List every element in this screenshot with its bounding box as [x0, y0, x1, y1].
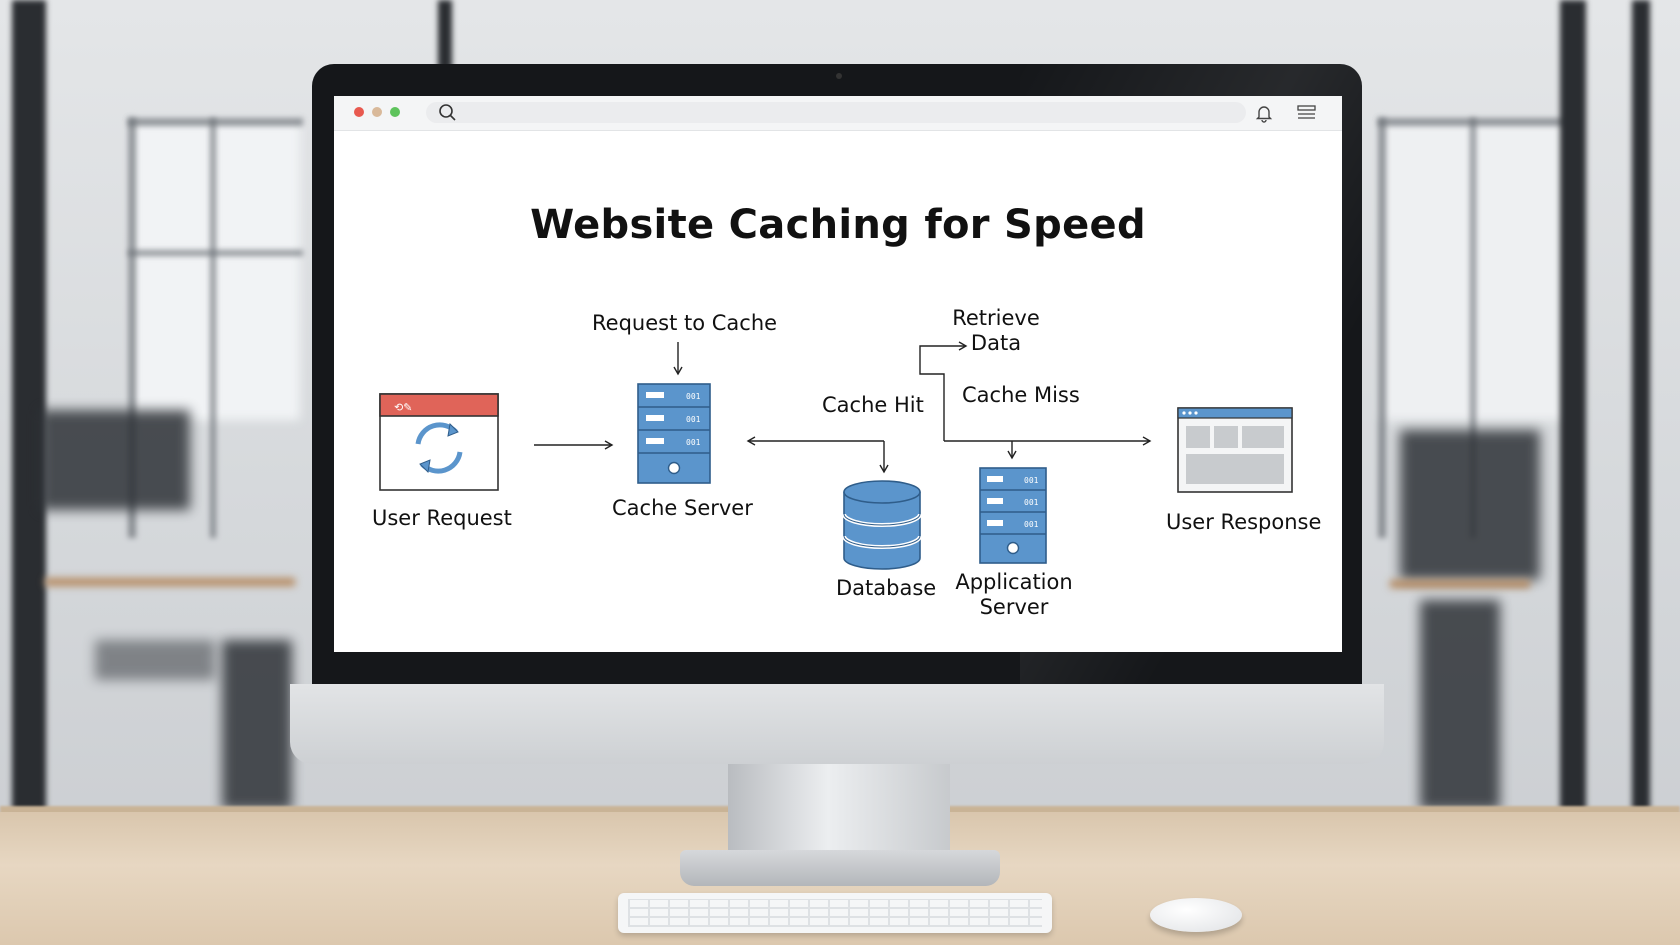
monitor-stand [728, 760, 950, 855]
label-user-response: User Response [1166, 510, 1322, 534]
svg-text:001: 001 [1024, 520, 1039, 529]
caching-diagram: ⟲✎ 001 001 001 [379, 341, 1293, 570]
refresh-icon [415, 422, 463, 474]
monitor-stand-base [680, 850, 1000, 886]
browser-window-icon [1177, 407, 1293, 493]
label-database: Database [836, 576, 937, 600]
application-server-icon: 001 001 001 [979, 467, 1047, 564]
svg-text:001: 001 [686, 438, 701, 447]
diagram-title: Website Caching for Speed [530, 202, 1146, 248]
window-close-button[interactable] [354, 107, 364, 117]
svg-text:001: 001 [1024, 498, 1039, 507]
label-application-server: Application Server [955, 570, 1073, 619]
computer-mouse [1150, 898, 1242, 932]
monitor-chin [290, 684, 1384, 764]
search-icon[interactable] [438, 103, 458, 123]
label-cache-hit: Cache Hit [822, 393, 924, 417]
keyboard [618, 893, 1052, 933]
cache-server-icon: 001 001 001 [637, 383, 711, 484]
svg-text:⟲✎: ⟲✎ [394, 401, 412, 414]
bell-icon[interactable] [1254, 103, 1274, 123]
svg-text:001: 001 [686, 415, 701, 424]
label-request-to-cache: Request to Cache [592, 311, 778, 335]
monitor-screen: Website Caching for Speed ⟲✎ [334, 96, 1342, 652]
webcam [836, 73, 842, 79]
svg-text:001: 001 [1024, 476, 1039, 485]
arrow-retrieve-data [919, 341, 968, 441]
user-request-icon: ⟲✎ [379, 393, 499, 491]
window-maximize-button[interactable] [390, 107, 400, 117]
label-retrieve-data: Retrieve Data [952, 306, 1040, 355]
label-user-request: User Request [372, 506, 512, 530]
menu-icon[interactable] [1296, 103, 1318, 123]
window-minimize-button[interactable] [372, 107, 382, 117]
database-icon [842, 480, 922, 570]
svg-text:001: 001 [686, 392, 701, 401]
address-bar[interactable] [426, 102, 1246, 123]
label-cache-miss: Cache Miss [962, 383, 1080, 407]
browser-toolbar [334, 96, 1342, 131]
label-cache-server: Cache Server [612, 496, 753, 520]
